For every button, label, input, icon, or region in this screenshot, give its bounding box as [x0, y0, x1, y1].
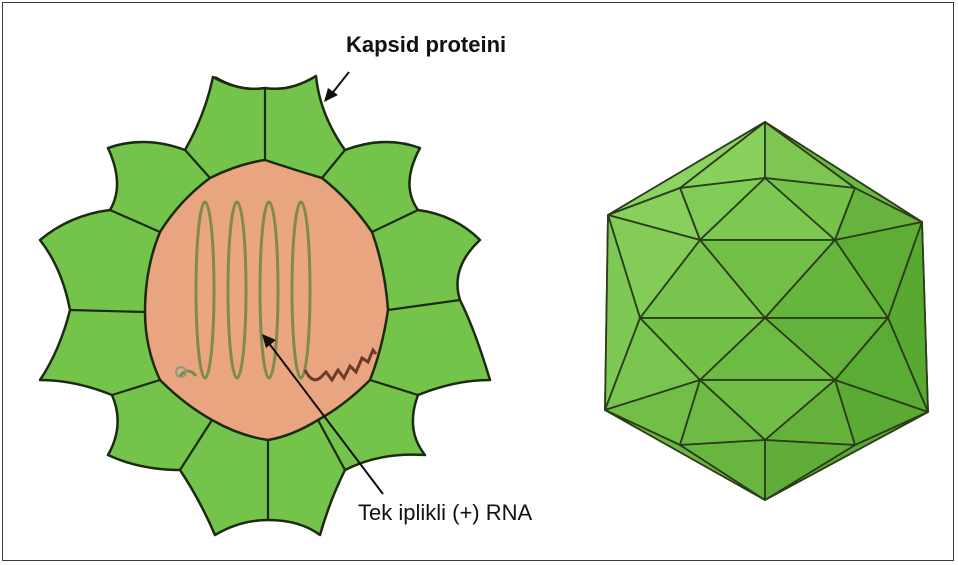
- icosahedron: [605, 122, 928, 500]
- capsid-label-arrow: [324, 72, 349, 102]
- capsid-cross-section: [40, 76, 490, 535]
- capsid-protein-label: Kapsid proteini: [346, 32, 506, 58]
- rna-label: Tek iplikli (+) RNA: [358, 500, 532, 526]
